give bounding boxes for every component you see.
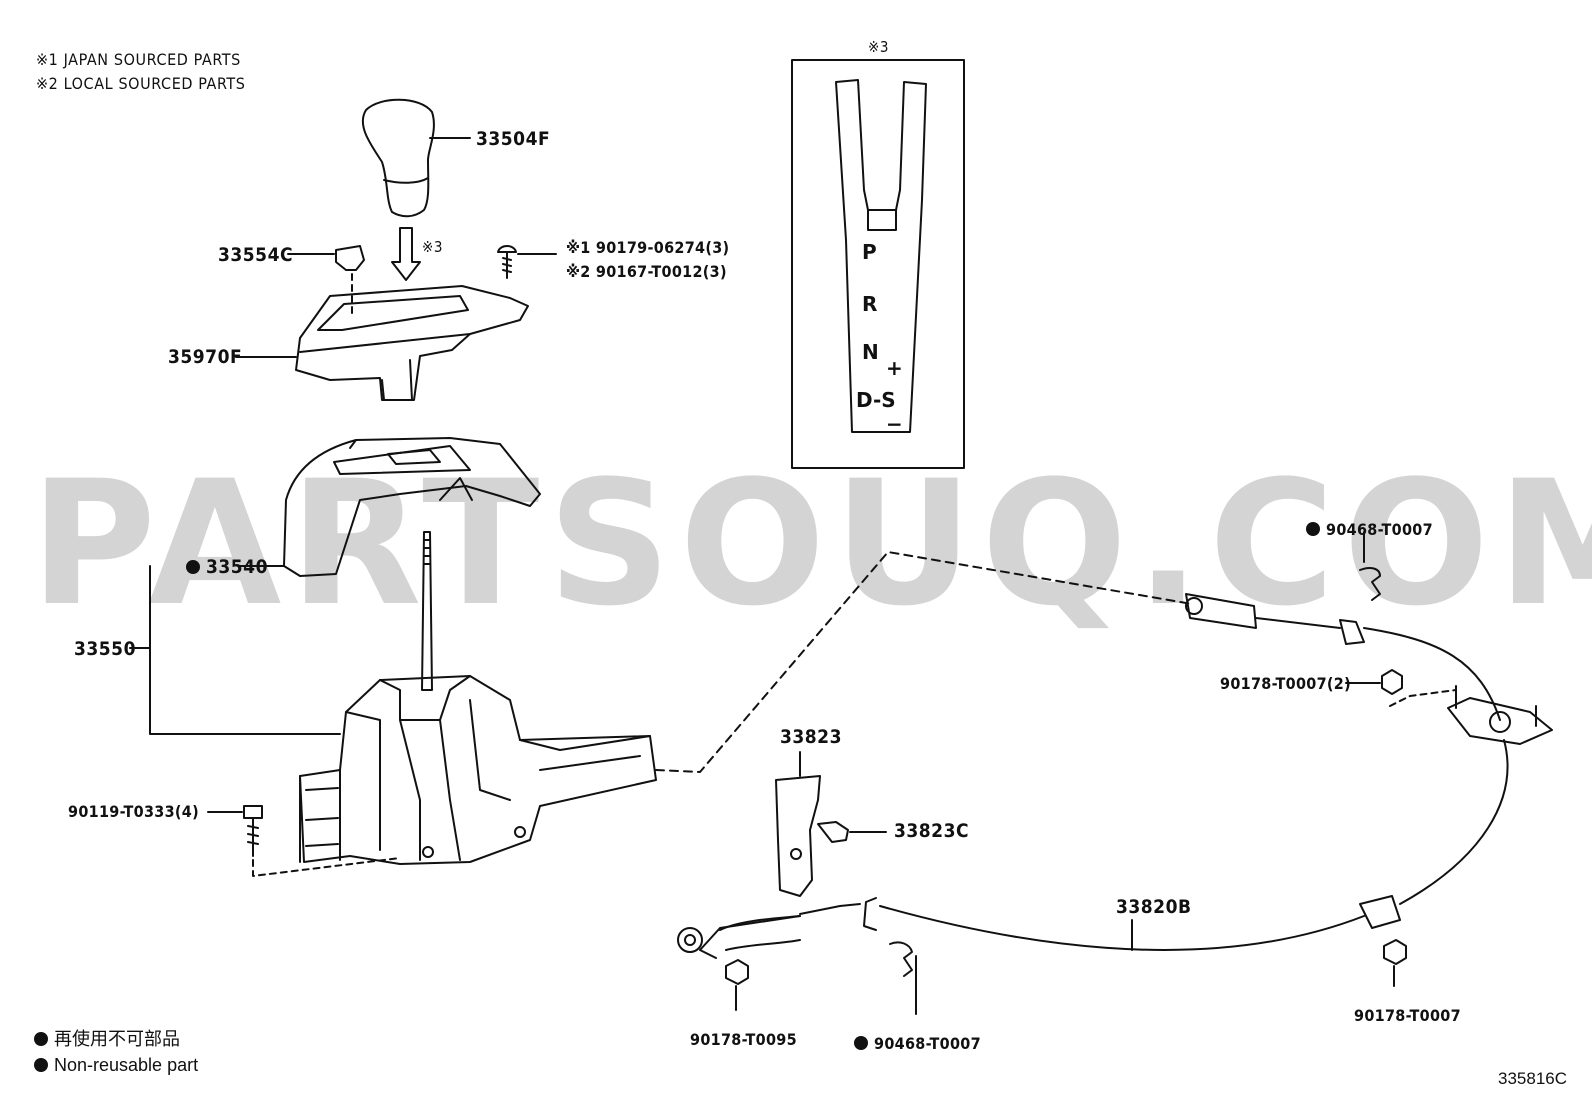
part-number: 33540 [206,556,268,578]
shift-position-p: P [862,240,877,264]
non-reusable-dot-icon [1306,522,1320,536]
non-reusable-dot-icon [854,1036,868,1050]
cable-path-dashed [655,551,1193,773]
part-number: 90468-T0007 [1326,520,1433,539]
legend-text: 再使用不可部品 [54,1029,180,1049]
indicator-housing-drawing [235,285,529,401]
part-label-33820B[interactable]: 33820B [1116,896,1192,918]
legend-dot-icon [34,1032,48,1046]
cable-33820B-drawing [677,739,1509,959]
bolt-90119-drawing [207,805,401,877]
cable-top-end-drawing [1185,593,1501,721]
non-reusable-dot-icon [186,560,200,574]
part-label-33504F[interactable]: 33504F [476,128,551,150]
part-label-33540[interactable]: 33540 [186,558,268,577]
note-local-sourced: ※2 LOCAL SOURCED PARTS [36,74,246,93]
part-label-90179-06274[interactable]: ※1 90179-06274(3) [566,238,730,257]
shift-plus: + [886,356,903,380]
screw-drawing [497,245,557,279]
clip-90468-top-drawing [1359,531,1381,601]
shift-position-r: R [862,292,878,316]
legend-english: Non-reusable part [34,1056,198,1074]
bottom-hardware-drawing [725,939,1407,1015]
shift-lever-assembly-drawing [129,565,657,865]
legend-text: Non-reusable part [54,1055,199,1075]
part-label-90178-T0095[interactable]: 90178-T0095 [690,1030,797,1049]
legend-japanese: 再使用不可部品 [34,1030,180,1048]
part-label-90468-T0007-top[interactable]: 90468-T0007 [1306,522,1433,538]
cover-33540-drawing [239,437,541,577]
arrow-mark: ※3 [422,238,444,256]
diagram-id: 335816C [1498,1069,1568,1088]
note-japan-sourced: ※1 JAPAN SOURCED PARTS [36,50,241,69]
shift-minus: − [886,412,903,436]
part-label-90468-T0007-bottom[interactable]: 90468-T0007 [854,1036,981,1052]
part-number: 90468-T0007 [874,1034,981,1053]
part-label-33823C[interactable]: 33823C [894,820,970,842]
shift-position-ds: D-S [856,388,896,412]
shift-rod-drawing [421,531,433,691]
clip-33554C-drawing [287,245,365,319]
part-label-90119-T0333[interactable]: 90119-T0333(4) [68,802,199,821]
shift-knob-drawing [361,98,471,218]
part-label-33550[interactable]: 33550 [74,638,136,660]
part-label-33554C[interactable]: 33554C [218,244,294,266]
nut-bracket-drawing [1345,669,1553,745]
part-label-90178-T0007-right[interactable]: 90178-T0007 [1354,1006,1461,1025]
part-label-35970F[interactable]: 35970F [168,346,243,368]
bracket-33823-drawing [775,751,821,897]
legend-dot-icon [34,1058,48,1072]
shift-position-n: N [862,340,879,364]
assembly-arrow-drawing [391,227,421,281]
inset-mark: ※3 [868,38,890,56]
bolt-33823C-drawing [817,821,887,843]
part-label-33823[interactable]: 33823 [780,726,842,748]
part-label-90178-T0007-2[interactable]: 90178-T0007(2) [1220,674,1351,693]
part-label-90167-T0012[interactable]: ※2 90167-T0012(3) [566,262,727,281]
shift-pattern-inset-drawing [791,59,965,469]
